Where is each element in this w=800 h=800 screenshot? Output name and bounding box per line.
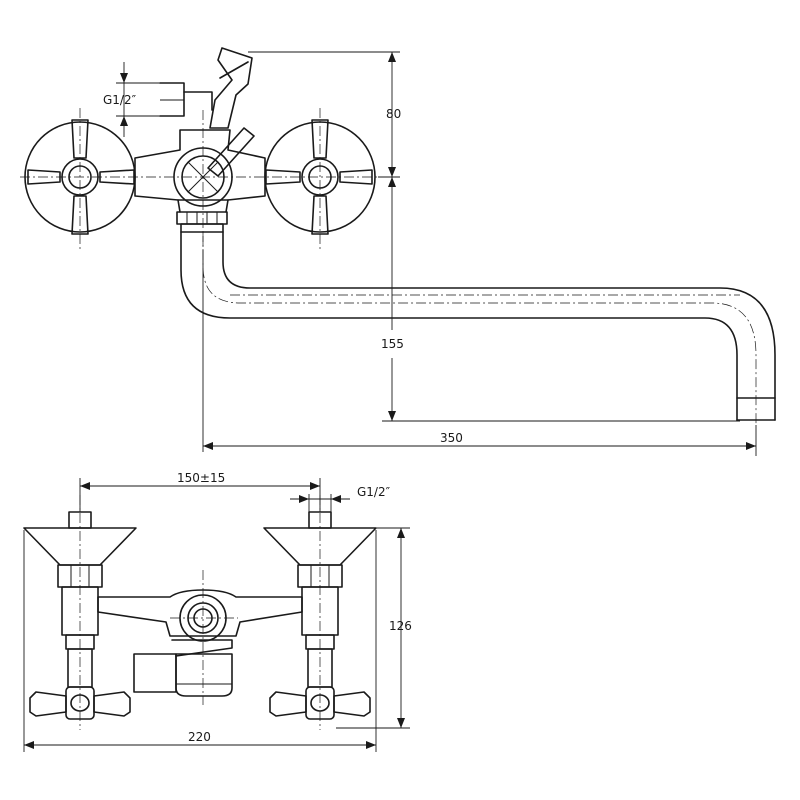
arrowhead [310,482,320,490]
arrowhead [120,73,128,83]
spout-outer-edge [180,231,738,421]
arrowhead [388,177,396,187]
left-valve-front [23,511,137,720]
right-handle-cap [310,694,330,712]
left-handle-hub [61,158,99,196]
spout-socket-top [171,639,233,657]
dim-height-126: 126 [336,527,412,729]
arrowhead [397,528,405,538]
right-handle-spoke-right [339,169,373,185]
arrowhead [80,482,90,490]
shower-outlet-edge [219,61,249,79]
right-handle-spoke-down [311,195,329,235]
dim-width-220: 220 [23,530,377,752]
left-handle-spoke-right [99,169,135,185]
arrowhead [24,741,34,749]
top-view: G1/2″ 80 155 350 [20,47,776,456]
left-cross-handle-right [93,691,131,717]
body-to-nut-right [225,199,229,213]
mixer-body-top [134,47,266,233]
diverter-lever [207,127,255,177]
right-handle-spoke-up [311,119,329,159]
thread-label-front: G1/2″ [357,485,391,499]
left-valve-top [24,119,136,235]
mixer-body-front [97,589,303,697]
right-cross-handle-right [333,691,371,717]
left-handle-spoke-left [27,169,61,185]
right-cross-handle-left [269,691,307,717]
left-handle-hub [65,686,95,720]
drop-155-label: 155 [381,337,404,351]
mixer-body-outline [134,129,266,201]
spout-pipe [180,231,776,425]
dim-front-thread: G1/2″ [290,485,391,512]
spout-collar [180,223,224,233]
thread-label-top: G1/2″ [103,93,137,107]
width-220-label: 220 [188,730,211,744]
dim-height-80: 80 [248,51,401,178]
front-view: 150±15 G1/2″ 126 220 [23,471,412,752]
diverter-outer-ring [179,594,227,642]
diverter-cross-b [187,161,219,193]
nipple-to-body [183,91,213,111]
arrowhead [299,495,309,503]
left-handle-cap [68,165,92,189]
arrowhead [397,718,405,728]
arrowhead [388,167,396,177]
right-handle-spoke-left [265,169,301,185]
height-80-label: 80 [386,107,401,121]
height-126-label: 126 [389,619,412,633]
left-handle-spoke-down [71,195,89,235]
body-to-nut-left [177,199,181,213]
spout-stub-left [133,653,177,693]
right-handle-cap [308,165,332,189]
spout-centerline [202,232,757,425]
spacing-label: 150±15 [177,471,225,485]
left-handle-cap [70,694,90,712]
arrowhead [388,411,396,421]
right-handle-hub [301,158,339,196]
arrowhead [746,442,756,450]
arrowhead [366,741,376,749]
shower-outlet-body [209,47,253,129]
dim-spacing: 150±15 [79,471,321,512]
arrowhead [388,52,396,62]
mixer-body-bar [97,589,303,637]
spout-inner-edge [222,231,776,421]
arrowhead [331,495,341,503]
spout-swivel-front [175,653,233,697]
left-handle-spoke-up [71,119,89,159]
spout-swivel-nut [176,211,228,225]
dim-drop-155: 155 [381,177,740,422]
diverter-cap [193,608,213,628]
spout-350-label: 350 [440,431,463,445]
dim-top-thread: G1/2″ [103,62,160,137]
diverter-knob [181,155,225,199]
right-handle-hub [305,686,335,720]
arrowhead [120,116,128,126]
arrowhead [203,442,213,450]
left-cross-handle-left [29,691,67,717]
dim-spout-350: 350 [202,250,757,456]
diverter-inner-ring [187,602,219,634]
diverter-housing [173,147,233,207]
